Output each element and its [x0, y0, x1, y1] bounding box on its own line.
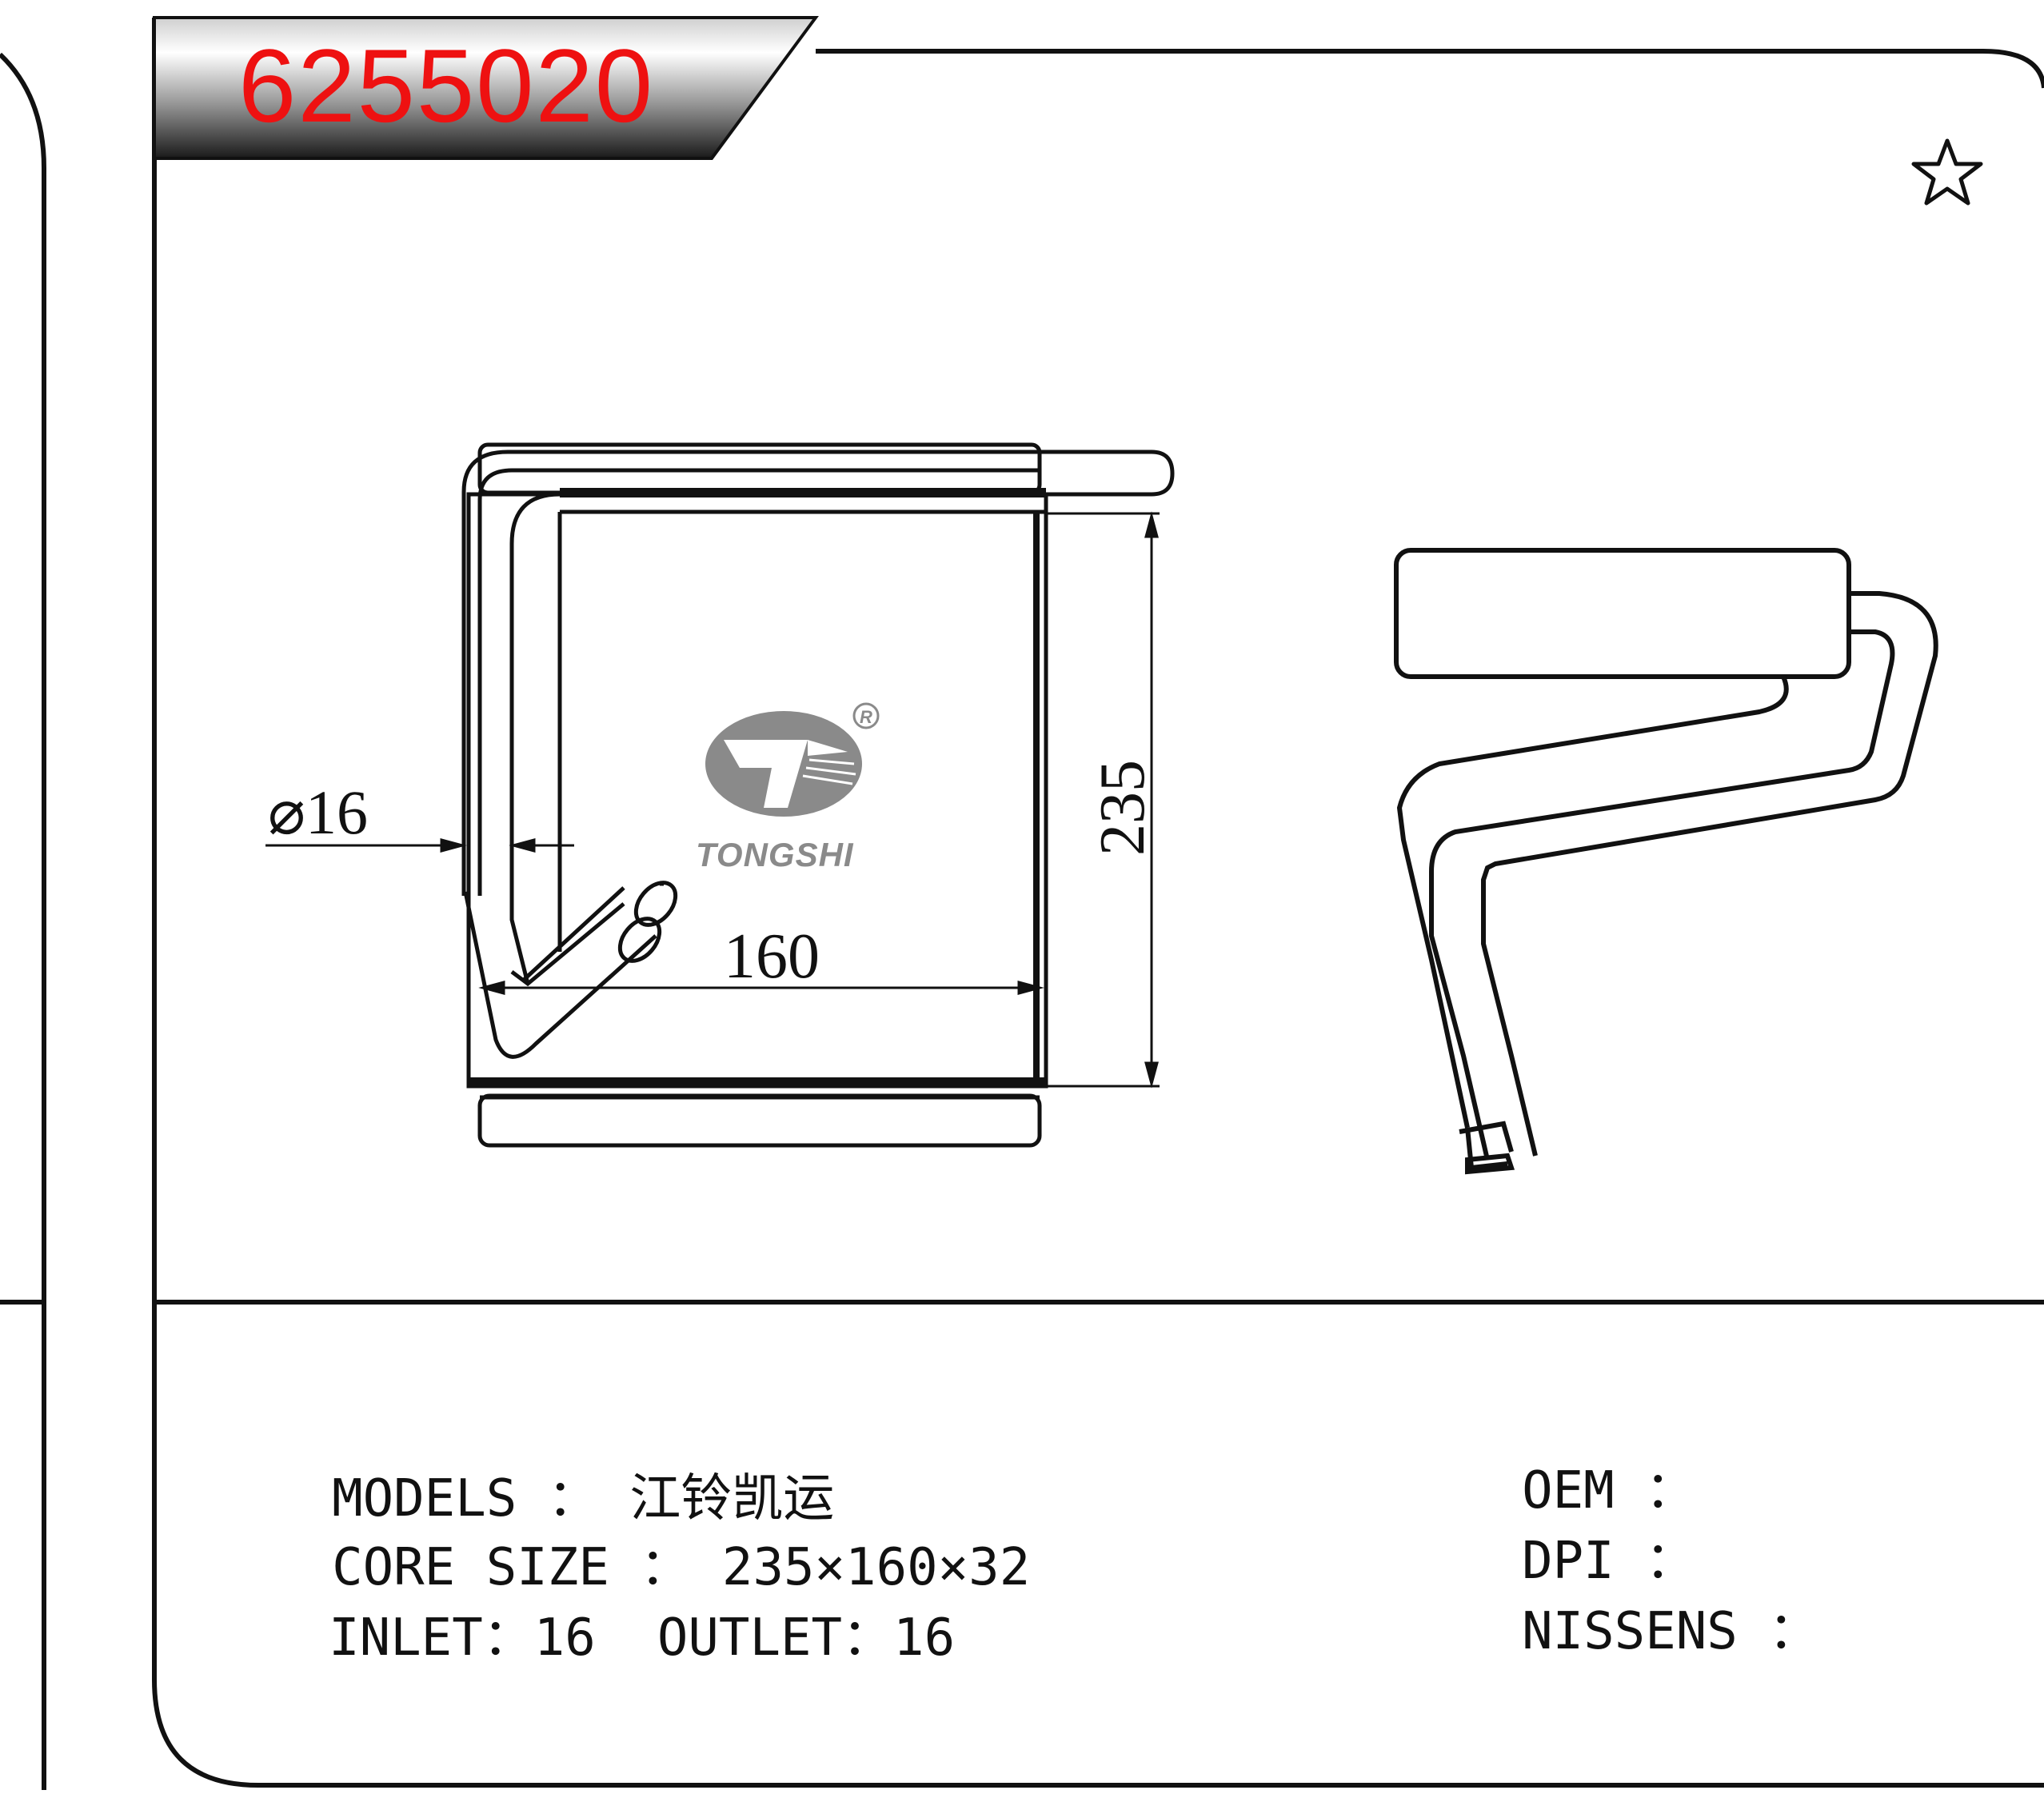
registered-mark-icon — [852, 702, 880, 729]
main-frame — [152, 18, 2044, 1788]
heater-core-side-view — [1394, 548, 1938, 1175]
core-size-value: 235×160×32 — [721, 1538, 1031, 1597]
dimension-lines — [265, 511, 1160, 1089]
nissens-line: NISSENS ： — [1522, 1602, 1820, 1661]
brand-name: TONGSHI — [696, 836, 854, 873]
outlet-value: 16 — [893, 1608, 956, 1668]
models-line: MODELS ： 江铃凯运 — [332, 1469, 835, 1528]
inlet-value: 16 — [533, 1608, 596, 1668]
inlet-outlet-line: INLET：16 OUTLET：16 — [329, 1608, 956, 1668]
tongshi-logo: R TONGSHI — [696, 702, 880, 873]
part-number: 6255020 — [238, 27, 655, 144]
diameter-label: ⌀16 — [268, 777, 368, 847]
oem-label: OEM — [1522, 1461, 1615, 1520]
models-label: MODELS — [332, 1469, 517, 1528]
oem-line: OEM ： — [1522, 1461, 1697, 1520]
outlet-label: OUTLET — [657, 1608, 843, 1668]
left-frame — [0, 52, 46, 1790]
registered-mark: R — [860, 707, 872, 727]
width-label: 160 — [724, 921, 820, 992]
height-label: 235 — [1088, 760, 1158, 856]
part-number-banner — [153, 16, 819, 160]
star-outline-icon[interactable] — [1911, 138, 1983, 206]
core-size-label: CORE SIZE — [332, 1538, 609, 1597]
inlet-label: INLET — [329, 1608, 483, 1668]
heater-core-front-view — [461, 442, 1175, 1148]
core-size-line: CORE SIZE ： 235×160×32 — [332, 1538, 1031, 1597]
nissens-label: NISSENS — [1522, 1602, 1738, 1661]
dpi-label: DPI — [1522, 1532, 1615, 1591]
models-value: 江铃凯运 — [629, 1469, 835, 1528]
dpi-line: DPI ： — [1522, 1532, 1697, 1591]
